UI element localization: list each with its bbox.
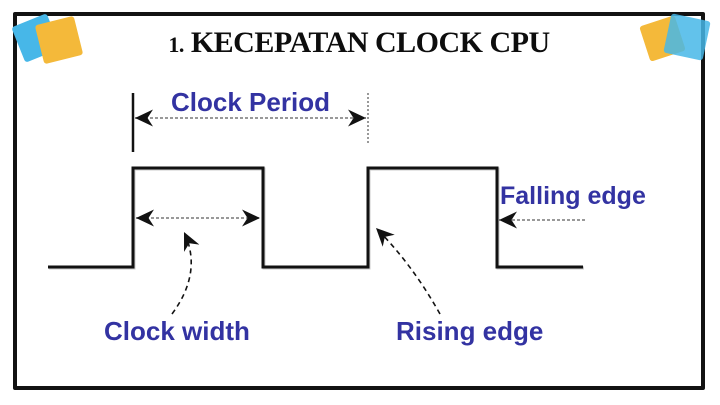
slide-title-number: 1.	[168, 32, 184, 57]
square-wave	[48, 166, 583, 269]
rising-edge-pointer-arrow	[375, 227, 441, 315]
label-clock-period: Clock Period	[171, 87, 330, 117]
slide-frame	[13, 12, 705, 390]
clock-period-measure	[131, 93, 369, 152]
label-rising-edge: Rising edge	[396, 316, 544, 346]
slide-title: 1. KECEPATAN CLOCK CPU	[13, 26, 705, 60]
label-clock-width: Clock width	[104, 316, 250, 346]
label-falling-edge: Falling edge	[500, 182, 646, 210]
slide-title-text: KECEPATAN CLOCK CPU	[190, 26, 550, 59]
clock-width-pointer-arrow	[171, 231, 200, 315]
